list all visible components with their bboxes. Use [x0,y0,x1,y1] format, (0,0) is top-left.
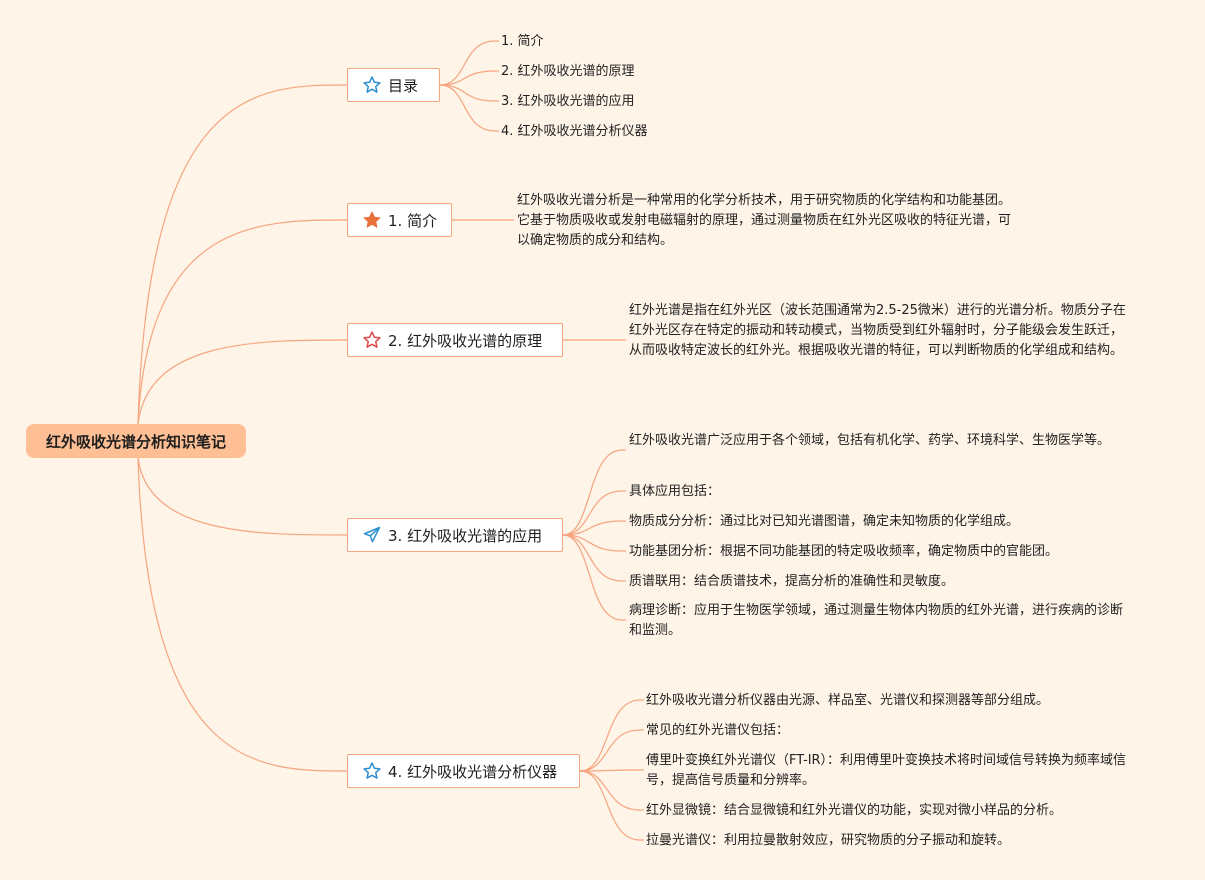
topic-contents[interactable]: 目录 [347,68,440,102]
topic-label: 3. 红外吸收光谱的应用 [388,526,543,545]
list-item: 红外吸收光谱分析是一种常用的化学分析技术，用于研究物质的化学结构和功能基团。它基… [517,193,1012,248]
list-item: 4. 红外吸收光谱分析仪器 [501,124,648,139]
topic-to-leaf-line [562,449,623,536]
topic-to-leaf-line [562,534,623,621]
list-item: 物质成分分析：通过比对已知光谱图谱，确定未知物质的化学组成。 [629,514,1020,529]
list-item: 具体应用包括： [629,484,721,499]
topic-label: 4. 红外吸收光谱分析仪器 [388,762,558,781]
root-to-topic-line [137,457,348,536]
list-item: 病理诊断：应用于生物医学领域，通过测量生物体内物质的红外光谱，进行疾病的诊断和监… [629,603,1124,638]
topic-to-leaf-line [579,699,641,772]
paper-plane-icon [362,525,382,545]
list-item: 傅里叶变换红外光谱仪（FT-IR）：利用傅里叶变换技术将时间域信号转换为频率域信… [646,753,1127,788]
topic-to-leaf-line [579,770,641,841]
root-topic[interactable]: 红外吸收光谱分析知识笔记 [26,424,246,458]
root-to-topic-line [137,457,348,772]
list-item: 1. 简介 [501,34,544,49]
topic-to-leaf-line [562,520,623,536]
list-item: 红外光谱是指在红外光区（波长范围通常为2.5-25微米）进行的光谱分析。物质分子… [629,303,1126,358]
topic-label: 2. 红外吸收光谱的原理 [388,331,543,350]
topic-to-leaf-line [562,534,623,582]
topic-principle[interactable]: 2. 红外吸收光谱的原理 [347,323,563,357]
topic-to-leaf-line [579,769,641,772]
topic-to-leaf-line [562,490,623,536]
star-outline-icon [362,330,382,350]
list-item: 3. 红外吸收光谱的应用 [501,94,635,109]
list-item: 红外吸收光谱广泛应用于各个领域，包括有机化学、药学、环境科学、生物医学等。 [629,433,1111,448]
topic-to-leaf-line [439,40,496,86]
root-to-topic-line [137,84,348,425]
list-item: 拉曼光谱仪：利用拉曼散射效应，研究物质的分子振动和旋转。 [646,833,1011,848]
root-to-topic-line [137,219,348,425]
topic-to-leaf-line [439,84,496,102]
topic-to-leaf-line [439,84,496,132]
star-filled-icon [362,210,382,230]
list-item: 功能基团分析：根据不同功能基团的特定吸收频率，确定物质中的官能团。 [629,544,1059,559]
topic-introduction[interactable]: 1. 简介 [347,203,452,237]
root-title: 红外吸收光谱分析知识笔记 [45,432,226,451]
topic-instruments[interactable]: 4. 红外吸收光谱分析仪器 [347,754,580,788]
star-outline-icon [362,75,382,95]
list-item: 常见的红外光谱仪包括： [646,723,790,738]
topic-label: 1. 简介 [388,211,438,230]
list-item: 质谱联用：结合质谱技术，提高分析的准确性和灵敏度。 [629,574,955,589]
list-item: 2. 红外吸收光谱的原理 [501,64,635,79]
list-item: 红外显微镜：结合显微镜和红外光谱仪的功能，实现对微小样品的分析。 [646,803,1063,818]
topic-to-leaf-line [579,770,641,811]
list-item: 红外吸收光谱分析仪器由光源、样品室、光谱仪和探测器等部分组成。 [646,693,1050,708]
topic-to-leaf-line [562,534,623,552]
topic-to-leaf-line [579,729,641,772]
root-to-topic-line [137,339,348,425]
topic-applications[interactable]: 3. 红外吸收光谱的应用 [347,518,563,552]
star-outline-icon [362,761,382,781]
topic-to-leaf-line [439,70,496,86]
topic-label: 目录 [388,76,419,95]
